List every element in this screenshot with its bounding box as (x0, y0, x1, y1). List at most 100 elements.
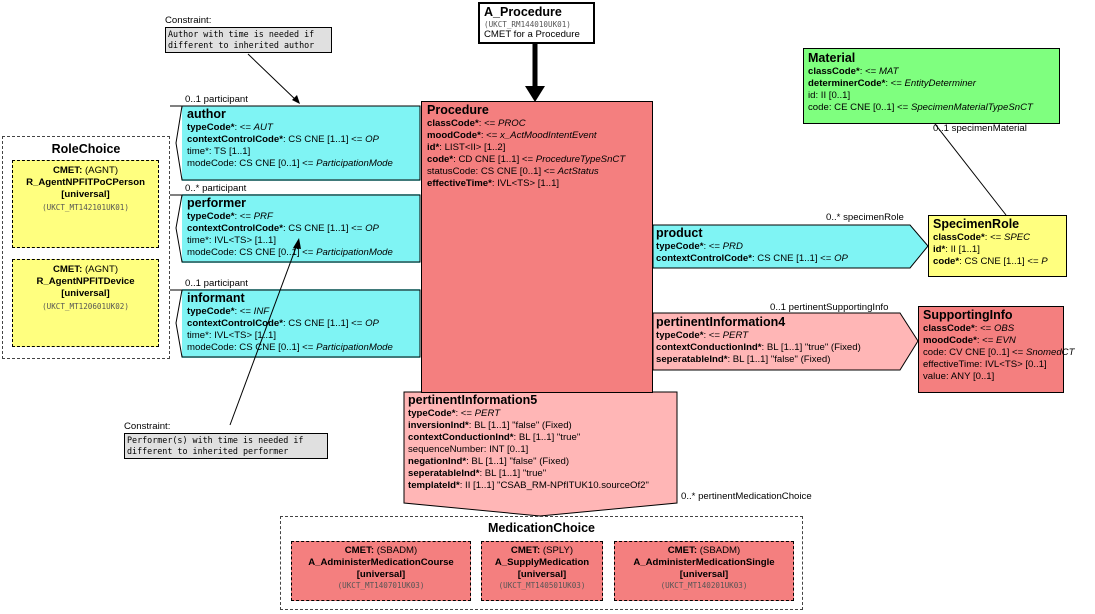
class-title: product (656, 226, 703, 240)
role-choice-item-person[interactable]: CMET: (AGNT) R_AgentNPFITPoCPerson [univ… (12, 160, 159, 248)
attribute-name: contextConductionInd* (408, 432, 514, 443)
attribute-row: typeCode*: <= PRF (187, 211, 393, 223)
attribute-row: effectiveTime: IVL<TS> [0..1] (923, 359, 1059, 371)
medication-choice-item-course[interactable]: CMET: (SBADM) A_AdministerMedicationCour… (291, 541, 471, 601)
product-shape (652, 224, 929, 269)
attribute-name: modeCode (187, 158, 234, 169)
attribute-row: time*: IVL<TS> [1..1] (187, 235, 393, 247)
attribute-type: : CE CNE [0..1] <= (828, 102, 911, 113)
attribute-type: : <= (478, 118, 498, 129)
attribute-name: id* (933, 244, 946, 255)
attribute-type: : <= (480, 130, 501, 141)
cmet-flavor: [universal] (61, 189, 110, 200)
medication-choice[interactable]: MedicationChoice (280, 516, 803, 610)
cmet-name: A_AdministerMedicationSingle (633, 557, 775, 568)
attribute-value: ActStatus (557, 166, 599, 177)
class-title: author (187, 107, 226, 121)
attribute-type: : ANY [0..1] (945, 371, 995, 382)
attribute-value: SpecimenMaterialTypeSnCT (910, 102, 1033, 113)
attribute-type: : LIST<II> [1..2] (439, 142, 506, 153)
author-cardinality: 0..1 participant (185, 94, 248, 105)
cmet-id: (UKCT_MT142101UK01) (42, 203, 129, 212)
attribute-name: time* (187, 330, 209, 341)
attribute-row: determinerCode*: <= EntityDeterminer (808, 78, 1055, 90)
attribute-type: : CS CNE [1..1] <= (282, 318, 366, 329)
performer-cardinality: 0..* participant (185, 183, 247, 194)
constraint-author: Constraint: Author with time is needed i… (165, 15, 332, 53)
attribute-type: : IVL<TS> [0..1] (979, 359, 1047, 370)
constraint-author-line (247, 53, 299, 103)
cmet-id: (UKCT_MT140701UK03) (337, 581, 425, 590)
attribute-name: code (923, 347, 944, 358)
class-title: pertinentInformation4 (656, 315, 786, 329)
cmet-code: (SBADM) (376, 545, 418, 556)
attribute-name: classCode* (933, 232, 985, 243)
attribute-name: modeCode (187, 342, 234, 353)
constraint-performer-line (229, 241, 299, 426)
attribute-row: typeCode*: <= PERT (408, 408, 649, 420)
attribute-row: contextControlCode*: CS CNE [1..1] <= OP (187, 318, 393, 330)
attribute-row: seperatableInd*: BL [1..1] "true" (408, 468, 649, 480)
attribute-value: PERT (722, 330, 749, 341)
attribute-value: INF (253, 306, 270, 317)
attribute-name: effectiveTime (923, 359, 980, 370)
attribute-row: contextConductionInd*: BL [1..1] "true" … (656, 342, 861, 354)
attribute-name: contextControlCode* (187, 134, 283, 145)
attribute-value: OP (365, 223, 379, 234)
attribute-value: P (1041, 256, 1048, 267)
role-choice-item-device[interactable]: CMET: (AGNT) R_AgentNPFITDevice [univers… (12, 259, 159, 347)
cmet-label: CMET: (510, 545, 541, 556)
class-title: SpecimenRole (933, 217, 1020, 231)
attribute-type: : INT [0..1] (483, 444, 529, 455)
attribute-type: : BL [1..1] "false" (Fixed) (727, 354, 831, 365)
gap-2 (170, 263, 421, 289)
constraint-performer-text-2: different to inherited performer (127, 446, 289, 456)
product-cardinality: 0..* specimenRole (826, 212, 904, 223)
gap-left (168, 100, 182, 360)
attribute-type: : CS CNE [0..1] <= (475, 166, 558, 177)
attribute-name: typeCode* (187, 211, 235, 222)
attribute-value: ProcedureTypeSnCT (535, 154, 626, 165)
medication-choice-item-supply[interactable]: CMET: (SPLY) A_SupplyMedication [univers… (481, 541, 603, 601)
constraint-performer-label: Constraint: (124, 421, 171, 432)
attribute-type: : <= (455, 408, 475, 419)
attribute-type: : <= (234, 211, 254, 222)
entry-point[interactable]: A_Procedure (UKCT_RM144010UK01) CMET for… (478, 2, 595, 44)
attribute-name: value (923, 371, 946, 382)
attribute-name: seperatableInd* (656, 354, 728, 365)
attribute-name: contextControlCode* (187, 223, 283, 234)
attribute-row: typeCode*: <= INF (187, 306, 393, 318)
medication-choice-item-single[interactable]: CMET: (SBADM) A_AdministerMedicationSing… (614, 541, 794, 601)
attribute-type: : IVL<TS> [1..1] (491, 178, 560, 189)
attribute-row: id*: LIST<II> [1..2] (427, 142, 647, 154)
attribute-name: classCode* (923, 323, 975, 334)
attribute-type: : <= (984, 232, 1004, 243)
attribute-value: x_ActMoodIntentEvent (500, 130, 597, 141)
attribute-row: classCode*: <= MAT (808, 66, 1055, 78)
attribute-name: typeCode* (656, 241, 704, 252)
attribute-row: modeCode: CS CNE [0..1] <= Participation… (187, 342, 393, 354)
cmet-name: R_AgentNPFITPoCPerson (26, 177, 145, 188)
cmet-id: (UKCT_MT140201UK03) (660, 581, 748, 590)
constraint-author-text-1: Author with time is needed if (168, 29, 315, 39)
class-title: Material (808, 51, 856, 65)
attribute-row: time*: IVL<TS> [1..1] (187, 330, 393, 342)
attribute-row: classCode*: <= SPEC (933, 232, 1062, 244)
entry-arrow-head (525, 86, 545, 102)
attribute-row: effectiveTime*: IVL<TS> [1..1] (427, 178, 647, 190)
attribute-type: : TS [1..1] (208, 146, 251, 157)
attribute-row: modeCode: CS CNE [0..1] <= Participation… (187, 158, 393, 170)
class-title: informant (187, 291, 245, 305)
cmet-label: CMET: (667, 545, 698, 556)
role-choice[interactable]: RoleChoice (2, 136, 170, 359)
